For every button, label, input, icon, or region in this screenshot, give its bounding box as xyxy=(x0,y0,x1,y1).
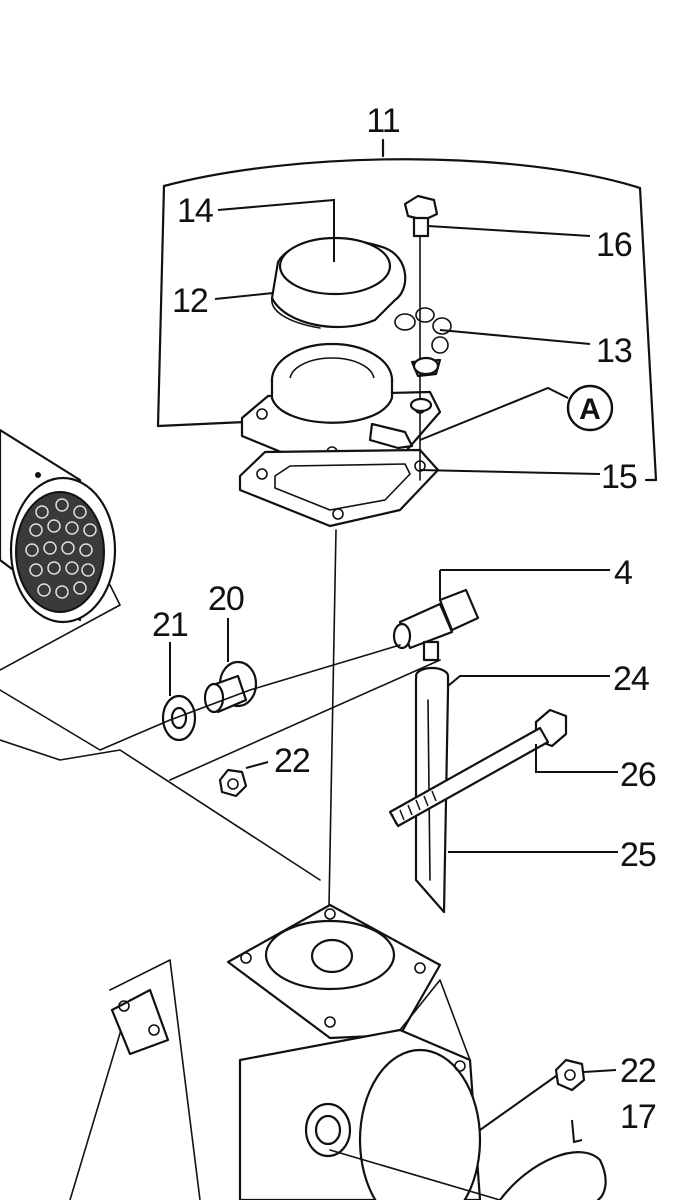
part-16-bolt xyxy=(403,194,440,481)
reference-marker-a: A xyxy=(566,384,614,432)
reference-marker-label: A xyxy=(579,393,601,426)
part-4-fitting xyxy=(392,588,480,662)
callout-11: 11 xyxy=(366,102,399,140)
callout-labels: 11 14 12 16 13 15 4 21 20 24 22 26 25 22… xyxy=(152,102,657,1136)
part-22-nut-upper xyxy=(218,768,248,798)
callout-25: 25 xyxy=(620,836,656,874)
part-20-plug xyxy=(203,660,258,714)
callout-13: 13 xyxy=(596,332,632,370)
callout-4: 4 xyxy=(614,554,632,592)
callout-21: 21 xyxy=(152,606,188,644)
callout-22-lower: 22 xyxy=(620,1052,656,1090)
callout-14: 14 xyxy=(177,192,213,230)
part-15-gasket xyxy=(238,448,440,528)
callout-17: 17 xyxy=(620,1098,656,1136)
part-14-cap xyxy=(270,236,407,329)
callout-12: 12 xyxy=(172,282,208,320)
part-26-long-bolt xyxy=(388,708,568,828)
callout-20: 20 xyxy=(208,580,244,618)
part-21-washer xyxy=(161,694,197,742)
left-filter-cylinder xyxy=(0,428,121,671)
callout-26: 26 xyxy=(620,756,656,794)
assembly-11-bracket xyxy=(156,138,658,482)
callout-24: 24 xyxy=(613,660,649,698)
callout-15: 15 xyxy=(601,458,637,496)
leader-lines xyxy=(169,198,618,1144)
housing-body xyxy=(0,529,501,1200)
part-22-nut-lower xyxy=(554,1058,586,1092)
part-17-o-ring xyxy=(498,1151,607,1200)
callout-16: 16 xyxy=(596,226,632,264)
callout-22-upper: 22 xyxy=(274,742,310,780)
